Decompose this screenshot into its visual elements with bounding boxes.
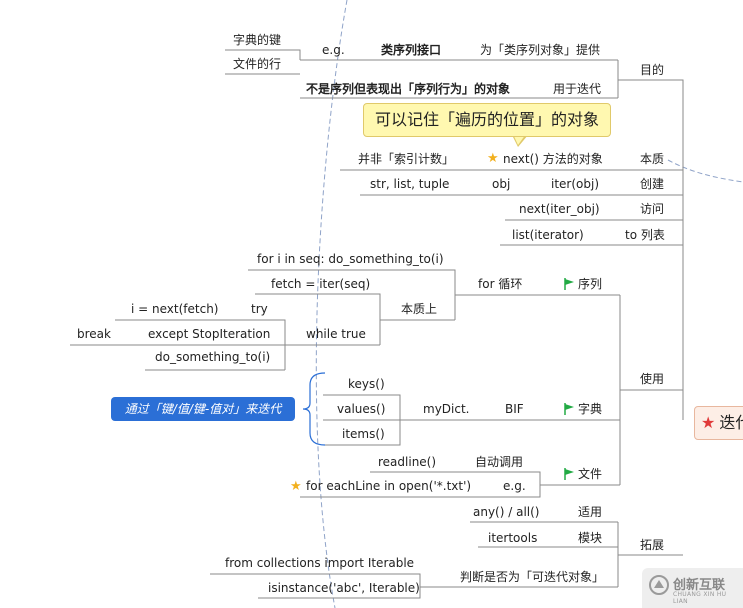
watermark-cn: 创新互联 — [673, 578, 726, 593]
seq-i-next: i = next(fetch) — [131, 302, 219, 316]
branch-access[interactable]: 访问 — [640, 202, 665, 216]
access-next-iter-obj: next(iter_obj) — [519, 202, 600, 216]
file-for-each: for eachLine in open('*.txt') — [306, 479, 472, 493]
branch-to-list[interactable]: to 列表 — [625, 228, 665, 242]
dict-items: items() — [342, 427, 385, 441]
seq-for-seq: for i in seq: do_something_to(i) — [257, 252, 444, 266]
dict-bif: BIF — [505, 402, 524, 416]
root-node[interactable]: ★迭代 — [694, 406, 743, 440]
dict-brace — [302, 372, 326, 446]
use-file[interactable]: 文件 — [578, 467, 603, 481]
essence-next-method: next() 方法的对象 — [503, 152, 603, 166]
branch-purpose[interactable]: 目的 — [640, 63, 665, 77]
purpose-non-seq: 不是序列但表现出「序列行为」的对象 — [306, 82, 511, 96]
extend-import: from collections import Iterable — [225, 556, 415, 570]
seq-break: break — [77, 327, 111, 341]
star-icon: ★ — [487, 151, 499, 166]
branch-extend[interactable]: 拓展 — [640, 538, 665, 552]
file-auto-call: 自动调用 — [475, 455, 524, 469]
dashed-curve-right — [667, 159, 743, 183]
seq-do-something: do_something_to(i) — [155, 350, 271, 364]
star-icon: ★ — [701, 413, 716, 432]
purpose-provide-for: 为「类序列对象」提供 — [480, 43, 601, 57]
to-list-list-iterator: list(iterator) — [512, 228, 584, 242]
dict-keys: keys() — [348, 377, 385, 391]
essence-not-index: 并非「索引计数」 — [358, 152, 455, 166]
file-eg: e.g. — [503, 479, 526, 493]
purpose-seq-interface: 类序列接口 — [381, 43, 442, 57]
dict-values: values() — [337, 402, 386, 416]
branch-use[interactable]: 使用 — [640, 372, 665, 386]
dashed-curve — [315, 0, 348, 608]
star-icon: ★ — [290, 479, 302, 494]
flag-icon — [564, 278, 574, 290]
watermark-en: CHUANG XIN HU LIAN — [673, 591, 727, 605]
use-dict[interactable]: 字典 — [578, 402, 603, 416]
purpose-file-line: 文件的行 — [233, 57, 282, 71]
seq-essence: 本质上 — [401, 302, 438, 316]
seq-except: except StopIteration — [148, 327, 271, 341]
create-iter-obj: iter(obj) — [551, 177, 600, 191]
seq-while-true: while true — [306, 327, 366, 341]
branch-essence[interactable]: 本质 — [640, 152, 665, 166]
purpose-eg: e.g. — [322, 43, 345, 57]
callout-tail-inner — [513, 134, 526, 145]
create-obj: obj — [492, 177, 511, 191]
flag-icon — [564, 468, 574, 480]
purpose-used-for-iter: 用于迭代 — [553, 82, 602, 96]
file-readline: readline() — [378, 455, 437, 469]
root-label: 迭代 — [719, 413, 743, 432]
extend-module: 模块 — [578, 531, 603, 545]
seq-try: try — [251, 302, 268, 316]
seq-for-loop: for 循环 — [478, 277, 523, 291]
extend-itertools: itertools — [488, 531, 538, 545]
seq-fetch: fetch = iter(seq) — [271, 277, 371, 291]
purpose-dict-key: 字典的键 — [233, 33, 282, 47]
extend-judge: 判断是否为「可迭代对象」 — [460, 570, 605, 584]
branch-create[interactable]: 创建 — [640, 177, 665, 191]
use-sequence[interactable]: 序列 — [578, 277, 603, 291]
watermark-logo-icon — [649, 575, 669, 595]
dict-note: 通过「键/值/键-值对」来迭代 — [111, 397, 295, 421]
dict-mydict: myDict. — [423, 402, 470, 416]
connector-purpose — [618, 79, 684, 420]
essence-callout: 可以记住「遍历的位置」的对象 — [363, 103, 611, 137]
extend-isinstance: isinstance('abc', Iterable) — [268, 581, 420, 595]
extend-apply: 适用 — [578, 505, 603, 519]
create-types: str, list, tuple — [370, 177, 450, 191]
extend-any-all: any() / all() — [473, 505, 540, 519]
flag-icon — [564, 403, 574, 415]
